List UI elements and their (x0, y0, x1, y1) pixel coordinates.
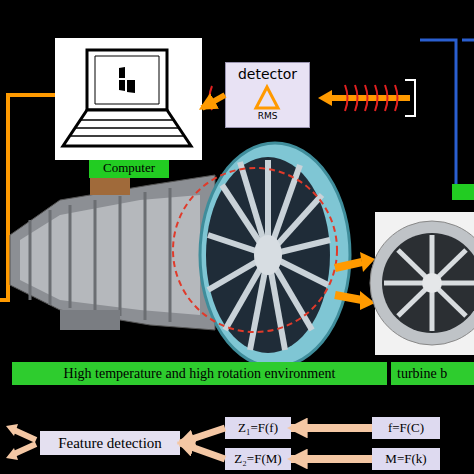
engine-ribs (30, 188, 170, 322)
formula-box: M=F(k) (372, 448, 440, 470)
flow-arrow (180, 428, 225, 443)
flow-arrow (202, 95, 225, 108)
sensor-block (452, 184, 474, 200)
nacelle (200, 143, 350, 367)
flow-arrow (291, 424, 372, 432)
engine-part (60, 310, 120, 330)
node-text: Z₂=F(M) (234, 451, 281, 467)
turbine-hub (422, 273, 442, 293)
node-text: f=F(C) (388, 420, 424, 436)
environment-band: High temperature and high rotation envir… (12, 362, 387, 385)
node-text: Feature detection (58, 435, 162, 452)
spinner (254, 235, 282, 275)
formula-box: f=F(C) (372, 417, 440, 439)
arrow-head (318, 90, 332, 106)
node-text: M=F(k) (385, 451, 426, 467)
flow-arrow (335, 295, 362, 300)
node-text: High temperature and high rotation envir… (64, 366, 336, 382)
flow-arrow (180, 443, 225, 459)
process-box: Feature detection (40, 431, 180, 455)
node-text: detector (226, 66, 309, 82)
node-text: RMS (226, 111, 309, 121)
formula-box: Z₁=F(f) (225, 417, 291, 439)
node-text: Z₁=F(f) (238, 420, 278, 436)
arrow-head (6, 424, 18, 460)
sensor-wire (420, 40, 456, 190)
fan-disc (206, 157, 330, 353)
detector-box: detectorRMS (225, 62, 310, 128)
turbine-disc (382, 233, 474, 333)
sensor-wire (462, 39, 474, 42)
computer-node: Computer (55, 38, 202, 178)
node-text: Computer (89, 160, 169, 178)
sensor-bracket (405, 80, 415, 116)
turbine-blades (384, 235, 474, 331)
focus-circle (173, 168, 337, 332)
engine-core (10, 175, 215, 330)
formula-box: Z₂=F(M) (225, 448, 291, 470)
flow-arrow (291, 455, 372, 463)
turbine-disc (370, 221, 474, 345)
node-text: turbine b (397, 366, 447, 382)
turbine-band: turbine b (391, 362, 474, 385)
fan-blades (208, 160, 330, 350)
wave-symbol (345, 85, 398, 111)
laptop-icon (55, 38, 202, 160)
flow-arrow (335, 262, 362, 268)
output-arrow (14, 430, 36, 454)
